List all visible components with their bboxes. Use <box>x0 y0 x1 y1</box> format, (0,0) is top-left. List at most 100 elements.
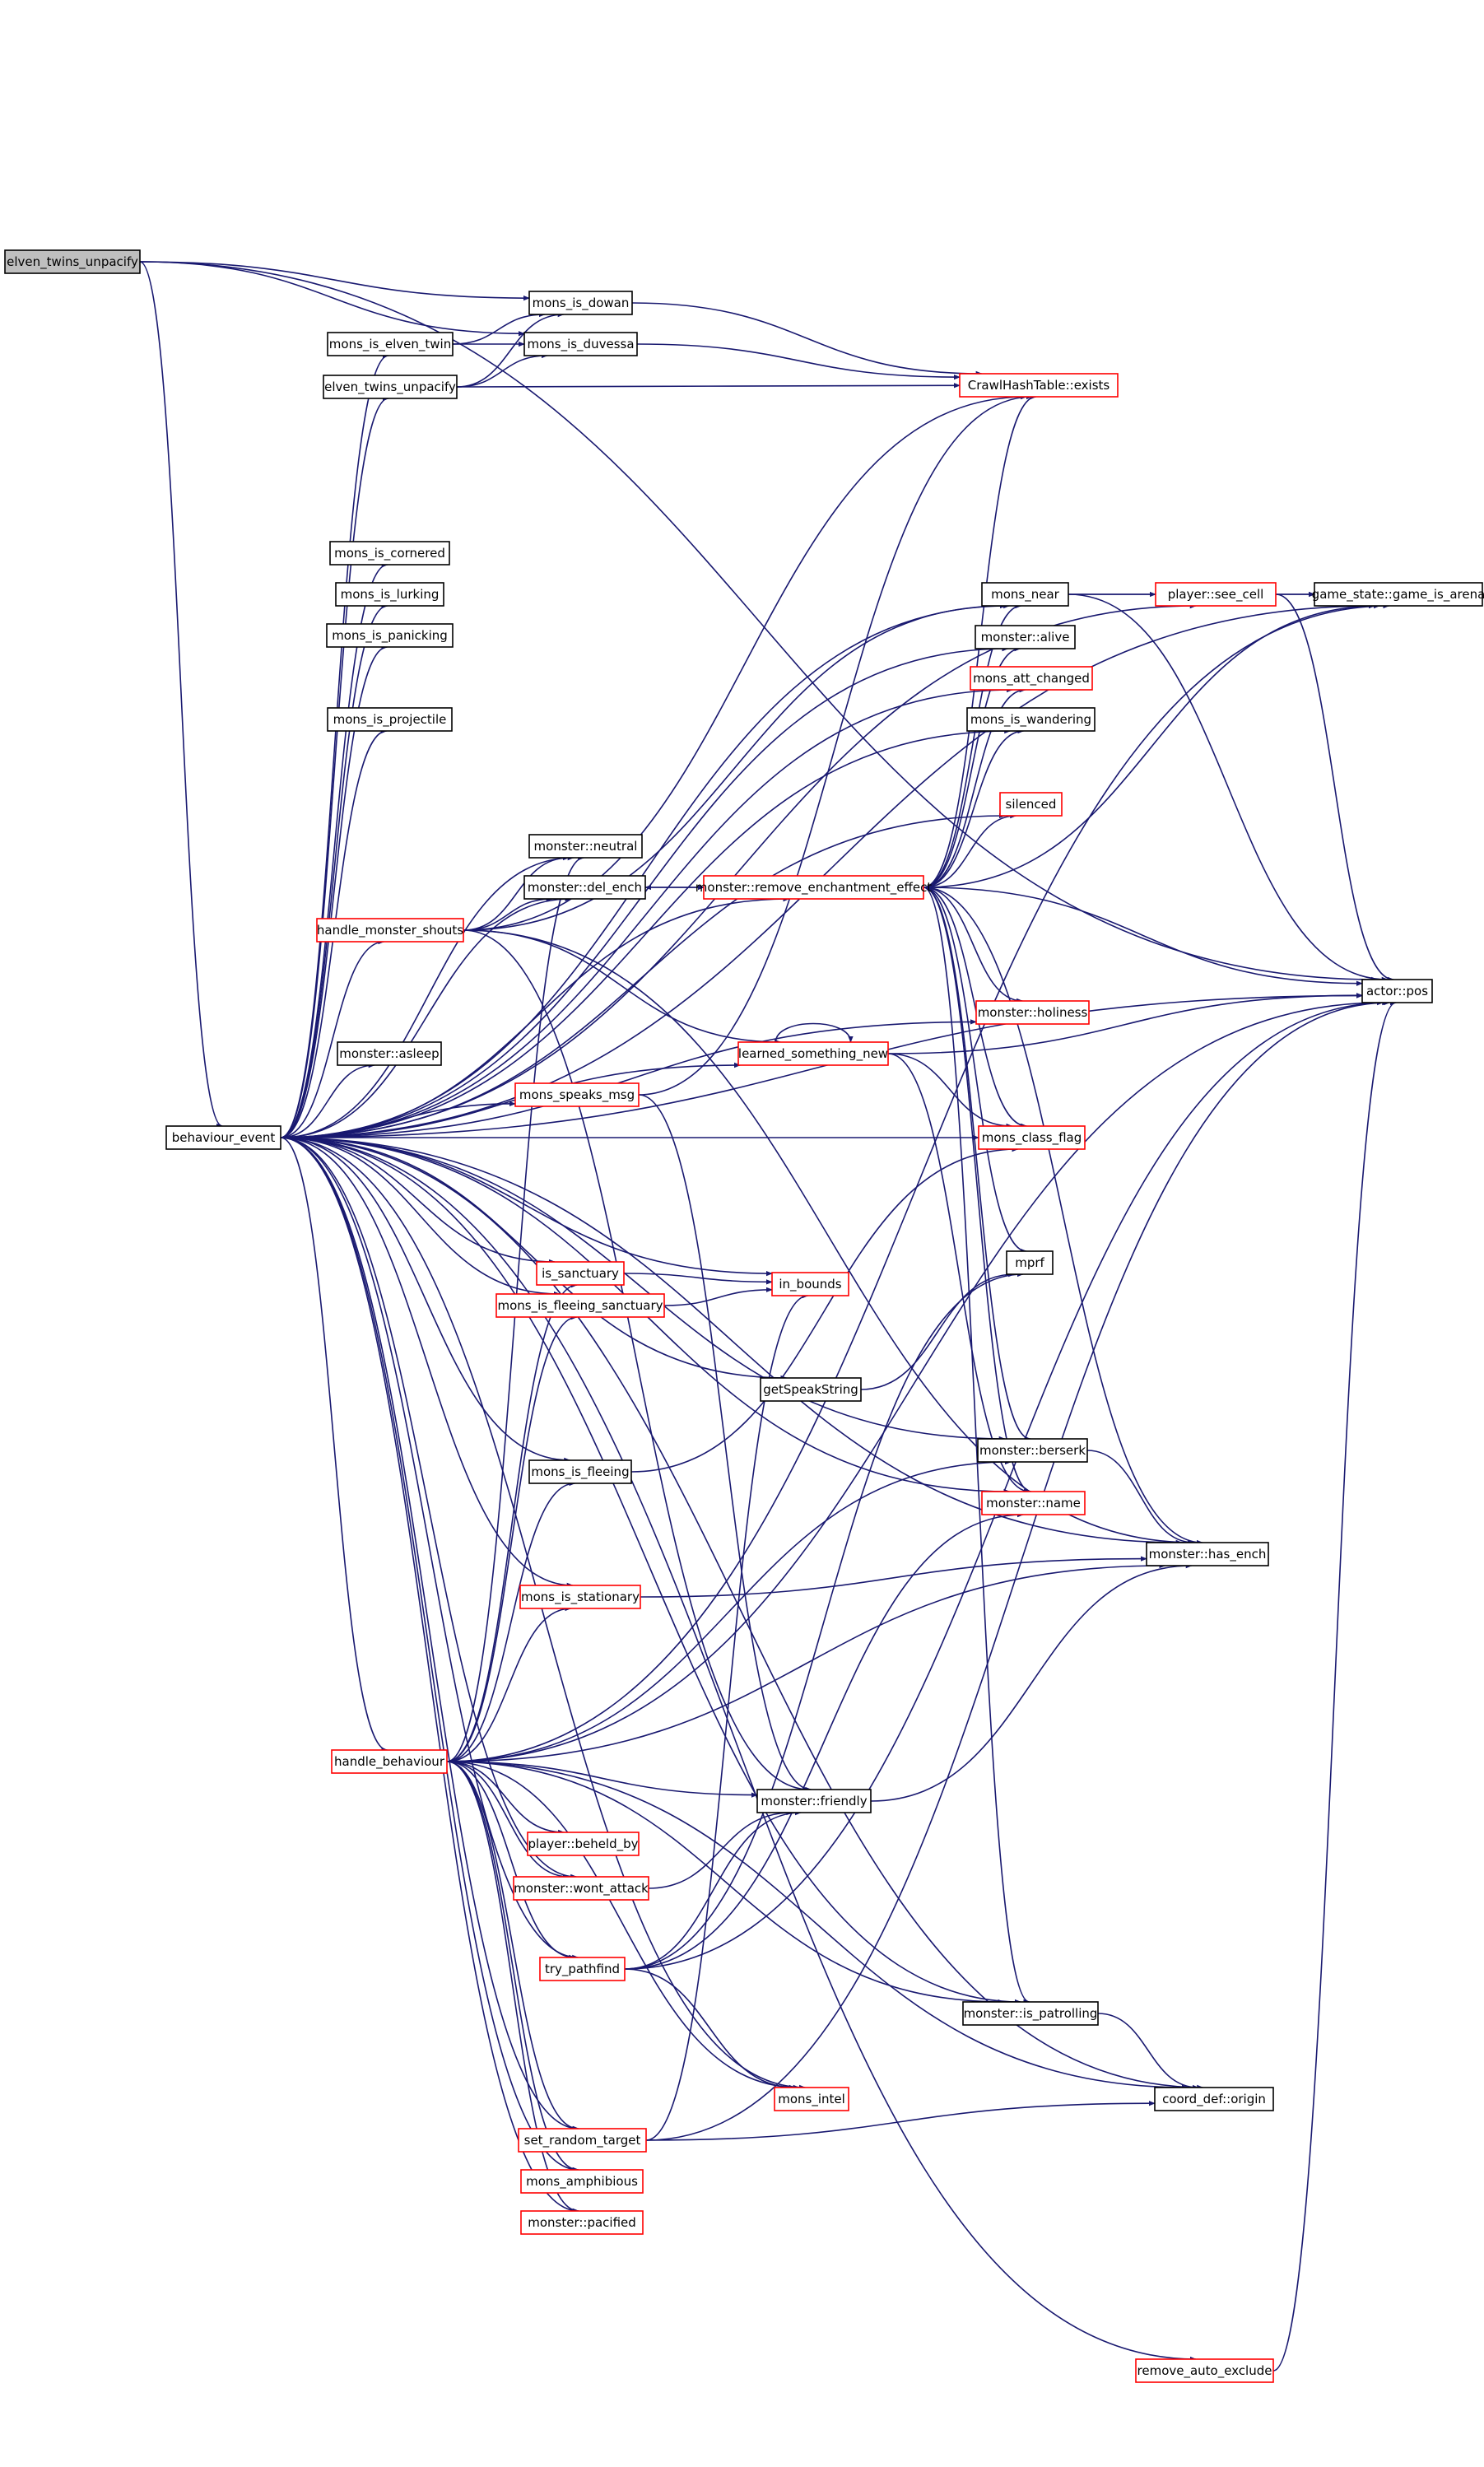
node-coord-def-origin[interactable]: coord_def::origin <box>1154 2087 1274 2111</box>
node-mons-is-stationary[interactable]: mons_is_stationary <box>519 1585 641 1609</box>
edges <box>139 261 1398 2372</box>
node-label: monster::is_patrolling <box>964 2006 1098 2022</box>
node-box <box>520 2169 644 2194</box>
edge-remove_enchantment_effect-to-monster_name <box>923 887 1032 1495</box>
edge-try_pathfind-to-mons_intel <box>624 1968 796 2091</box>
node-mons-is-dowan[interactable]: mons_is_dowan <box>528 291 633 315</box>
edge-behaviour_event-to-monster_del_ench <box>280 896 572 1138</box>
node-mons-class-flag[interactable]: mons_class_flag <box>978 1125 1086 1150</box>
edge-mons_speaks_msg-to-crawl_hash_table_exists <box>638 393 1033 1096</box>
node-crawl-hash-table-exists[interactable]: CrawlHashTable::exists <box>959 373 1119 398</box>
node-label: mons_speaks_msg <box>519 1087 635 1103</box>
node-monster-holiness[interactable]: monster::holiness <box>975 1000 1090 1025</box>
node-set-random-target[interactable]: set_random_target <box>518 2128 647 2153</box>
node-box <box>774 2087 849 2111</box>
node-actor-pos[interactable]: actor::pos <box>1361 979 1433 1003</box>
edge-handle_behaviour-to-set_random_target <box>446 1761 579 2132</box>
node-behaviour-event[interactable]: behaviour_event <box>165 1125 281 1150</box>
edge-remove_auto_exclude-to-actor_pos <box>1272 999 1398 2372</box>
node-monster-neutral[interactable]: monster::neutral <box>528 834 643 859</box>
edge-is_sanctuary-to-in_bounds <box>623 1273 773 1285</box>
node-player-see-cell[interactable]: player::see_cell <box>1155 582 1277 607</box>
node-monster-is-patrolling[interactable]: monster::is_patrolling <box>962 2001 1099 2026</box>
edge-remove_enchantment_effect-to-monster_is_patrolling <box>923 887 1030 2005</box>
node-box <box>316 918 464 943</box>
node-mons-intel[interactable]: mons_intel <box>774 2087 849 2111</box>
edge-mons_speaks_msg-to-monster_friendly <box>638 1094 812 1793</box>
node-remove-enchantment-effect[interactable]: monster::remove_enchantment_effect <box>695 875 933 900</box>
node-label: in_bounds <box>779 1277 841 1292</box>
node-monster-name[interactable]: monster::name <box>981 1491 1086 1515</box>
node-monster-alive[interactable]: monster::alive <box>975 625 1076 649</box>
node-handle-behaviour[interactable]: handle_behaviour <box>331 1749 448 1774</box>
node-label: game_state::game_is_arena <box>1312 587 1484 603</box>
node-monster-friendly[interactable]: monster::friendly <box>756 1789 872 1813</box>
edge-handle_behaviour-to-try_pathfind <box>446 1761 576 1961</box>
node-silenced[interactable]: silenced <box>999 792 1063 817</box>
edge-learned_something_new-to-mons_class_flag <box>887 1053 1013 1129</box>
node-in-bounds[interactable]: in_bounds <box>771 1272 849 1296</box>
node-handle-monster-shouts[interactable]: handle_monster_shouts <box>316 918 464 943</box>
node-mons-is-projectile[interactable]: mons_is_projectile <box>327 707 453 732</box>
node-is-sanctuary[interactable]: is_sanctuary <box>536 1261 625 1286</box>
node-box <box>539 1957 626 1981</box>
edge-handle_behaviour-to-mons_is_fleeing_sanctuary <box>446 1314 578 1762</box>
node-box <box>760 1377 862 1402</box>
node-game-is-arena[interactable]: game_state::game_is_arena <box>1312 582 1484 607</box>
node-mons-is-panicking[interactable]: mons_is_panicking <box>326 623 454 648</box>
node-monster-asleep[interactable]: monster::asleep <box>337 1041 442 1066</box>
node-label: monster::del_ench <box>528 880 642 896</box>
node-monster-pacified[interactable]: monster::pacified <box>520 2210 644 2235</box>
node-label: handle_behaviour <box>334 1754 445 1770</box>
edge-remove_enchantment_effect-to-mons_att_changed <box>923 687 1026 888</box>
edge-elven_twins_unpacify-to-mons_is_dowan <box>456 311 565 388</box>
node-mprf[interactable]: mprf <box>1006 1250 1054 1275</box>
edge-behaviour_event-to-get_speak_string <box>280 1137 788 1381</box>
edge-handle_behaviour-to-mons_is_stationary <box>446 1605 572 1762</box>
node-mons-amphibious[interactable]: mons_amphibious <box>520 2169 644 2194</box>
node-mons-is-wandering[interactable]: mons_is_wandering <box>966 707 1096 732</box>
node-label: mons_is_wandering <box>970 712 1091 728</box>
node-box <box>1135 2358 1274 2383</box>
node-label: monster::friendly <box>761 1794 867 1808</box>
node-mons-att-changed[interactable]: mons_att_changed <box>970 666 1093 691</box>
node-label: mons_is_projectile <box>333 712 447 728</box>
edge-behaviour_event-to-monster_neutral <box>280 854 575 1138</box>
node-monster-has-ench[interactable]: monster::has_ench <box>1146 1542 1269 1566</box>
edge-elven_twins_unpacify_root-to-actor_pos <box>139 261 1379 983</box>
edge-elven_twins_unpacify_root-to-behaviour_event <box>139 261 223 1129</box>
edge-remove_enchantment_effect-to-monster_has_ench <box>923 887 1203 1546</box>
node-label: monster::name <box>986 1496 1081 1510</box>
node-label: is_sanctuary <box>542 1266 619 1282</box>
node-player-beheld-by[interactable]: player::beheld_by <box>527 1832 640 1856</box>
node-monster-berserk[interactable]: monster::berserk <box>977 1438 1088 1463</box>
node-mons-is-lurking[interactable]: mons_is_lurking <box>335 582 444 607</box>
node-label: mons_is_dowan <box>533 296 630 311</box>
node-elven-twins-unpacify-root[interactable]: elven_twins_unpacify <box>4 249 141 274</box>
node-mons-is-duvessa[interactable]: mons_is_duvessa <box>523 332 638 356</box>
node-box <box>970 666 1093 691</box>
node-mons-near[interactable]: mons_near <box>981 582 1069 607</box>
node-elven-twins-unpacify[interactable]: elven_twins_unpacify <box>323 375 458 399</box>
edge-behaviour_event-to-actor_pos <box>280 993 1363 1138</box>
node-label: mons_is_fleeing <box>531 1464 629 1480</box>
node-label: mons_is_panicking <box>332 628 448 644</box>
node-box <box>1006 1250 1054 1275</box>
edge-handle_behaviour-to-monster_has_ench <box>446 1562 1166 1762</box>
node-label: mons_is_lurking <box>341 587 440 603</box>
edge-behaviour_event-to-mons_intel <box>280 1137 807 2091</box>
node-get-speak-string[interactable]: getSpeakString <box>760 1377 862 1402</box>
node-monster-wont-attack[interactable]: monster::wont_attack <box>513 1876 649 1901</box>
node-mons-is-cornered[interactable]: mons_is_cornered <box>329 541 450 566</box>
node-mons-is-fleeing[interactable]: mons_is_fleeing <box>528 1459 632 1484</box>
node-monster-del-ench[interactable]: monster::del_ench <box>523 875 646 900</box>
node-box <box>1314 582 1483 607</box>
node-learned-something-new[interactable]: learned_something_new <box>737 1041 889 1066</box>
node-mons-is-fleeing-sanctuary[interactable]: mons_is_fleeing_sanctuary <box>495 1293 665 1318</box>
edge-handle_behaviour-to-actor_pos <box>446 999 1384 1762</box>
node-box <box>327 707 453 732</box>
node-try-pathfind[interactable]: try_pathfind <box>539 1957 626 1981</box>
node-remove-auto-exclude[interactable]: remove_auto_exclude <box>1135 2358 1274 2383</box>
node-mons-speaks-msg[interactable]: mons_speaks_msg <box>514 1082 640 1107</box>
node-mons-is-elven-twin[interactable]: mons_is_elven_twin <box>327 332 454 356</box>
